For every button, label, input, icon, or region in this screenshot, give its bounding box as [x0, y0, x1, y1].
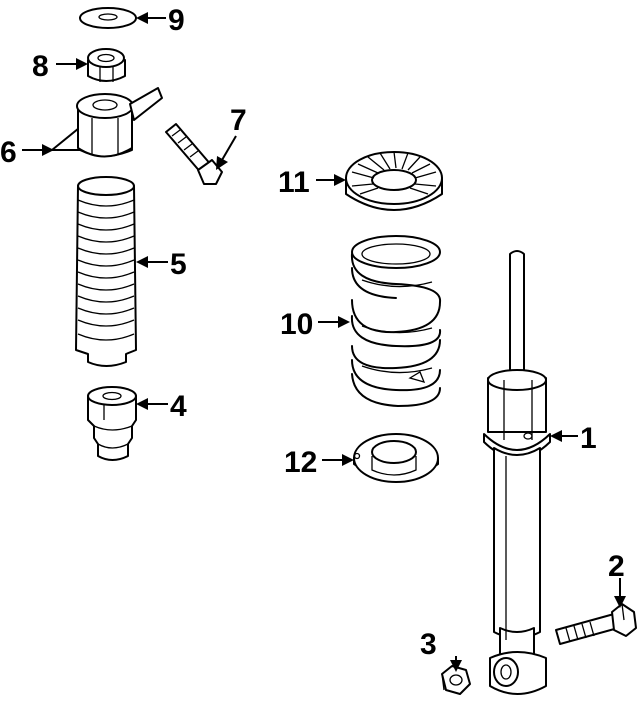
upper-mount — [51, 87, 163, 158]
callout-6: 6 — [0, 136, 17, 169]
mount-nut — [87, 48, 126, 82]
callout-10: 10 — [280, 308, 313, 341]
callout-4: 4 — [170, 390, 187, 423]
callout-arrows — [22, 12, 626, 672]
mount-bolt — [165, 123, 223, 185]
callout-5: 5 — [170, 248, 187, 281]
washer — [79, 7, 137, 29]
shock-absorber — [483, 250, 551, 695]
callout-3: 3 — [420, 628, 437, 661]
bump-stop — [87, 386, 137, 461]
lower-nut — [441, 665, 471, 695]
coil-spring — [350, 235, 442, 408]
callout-9: 9 — [168, 4, 185, 37]
callout-2: 2 — [608, 550, 625, 583]
lower-bolt — [555, 603, 637, 645]
upper-insulator — [345, 151, 443, 211]
callout-1: 1 — [580, 422, 597, 455]
callout-12: 12 — [284, 446, 317, 479]
callout-11: 11 — [278, 166, 310, 199]
lower-insulator — [353, 433, 439, 483]
callout-7: 7 — [230, 104, 247, 137]
callout-8: 8 — [32, 50, 49, 83]
dust-boot — [75, 176, 137, 367]
